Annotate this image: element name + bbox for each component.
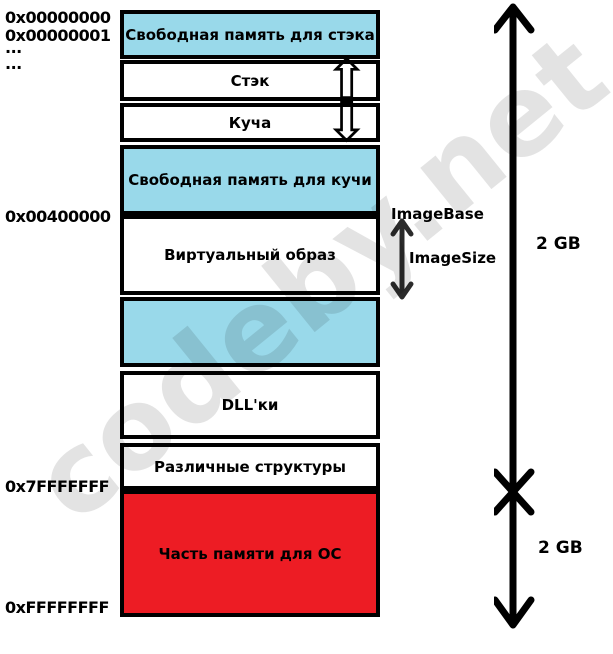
heap-grow-down-arrow-icon: ⇩: [323, 89, 370, 155]
block-label: Свободная память для кучи: [128, 171, 372, 189]
address-label-user-limit: 0x7FFFFFFF: [5, 477, 110, 496]
address-label-second: 0x00000001: [5, 26, 111, 45]
imagebase-label: ImageBase: [391, 205, 484, 223]
block-label: Виртуальный образ: [164, 246, 336, 264]
block-label: Стэк: [230, 71, 270, 90]
address-ellipsis-2: ...: [5, 54, 22, 73]
lower-half-size-label: 2 GB: [538, 538, 583, 558]
block-label: Свободная память для стэка: [125, 25, 375, 44]
address-label-end: 0xFFFFFFFF: [5, 598, 109, 617]
block-label: Часть памяти для ОС: [158, 544, 342, 563]
memory-block-os: Часть памяти для ОС: [120, 490, 380, 617]
imagesize-extent-arrow-icon: [390, 218, 414, 300]
memory-block-free-heap: Свободная память для кучи: [120, 145, 380, 215]
imagesize-label: ImageSize: [409, 249, 497, 267]
block-label: Различные структуры: [153, 457, 346, 476]
block-label: DLL'ки: [221, 396, 279, 414]
memory-block-virtual-image: Виртуальный образ: [120, 215, 380, 295]
address-label-imagebase: 0x00400000: [5, 207, 111, 226]
address-label-top: 0x00000000: [5, 8, 111, 27]
memory-block-structures: Различные структуры: [120, 443, 380, 490]
memory-block-dlls: DLL'ки: [120, 371, 380, 439]
address-space-span-arrow-icon: [494, 3, 535, 629]
upper-half-size-label: 2 GB: [536, 234, 581, 254]
block-label: Куча: [228, 113, 272, 132]
address-ellipsis-1: ...: [5, 38, 22, 57]
memory-block-heap: Куча ⇩: [120, 94, 380, 150]
memory-block-free-stack: Свободная память для стэка: [120, 10, 380, 59]
memory-block-free-unnamed: [120, 297, 380, 367]
stack-grow-up-arrow-icon: ⇧: [323, 47, 370, 113]
memory-block-stack: Стэк ⇧: [120, 52, 380, 108]
